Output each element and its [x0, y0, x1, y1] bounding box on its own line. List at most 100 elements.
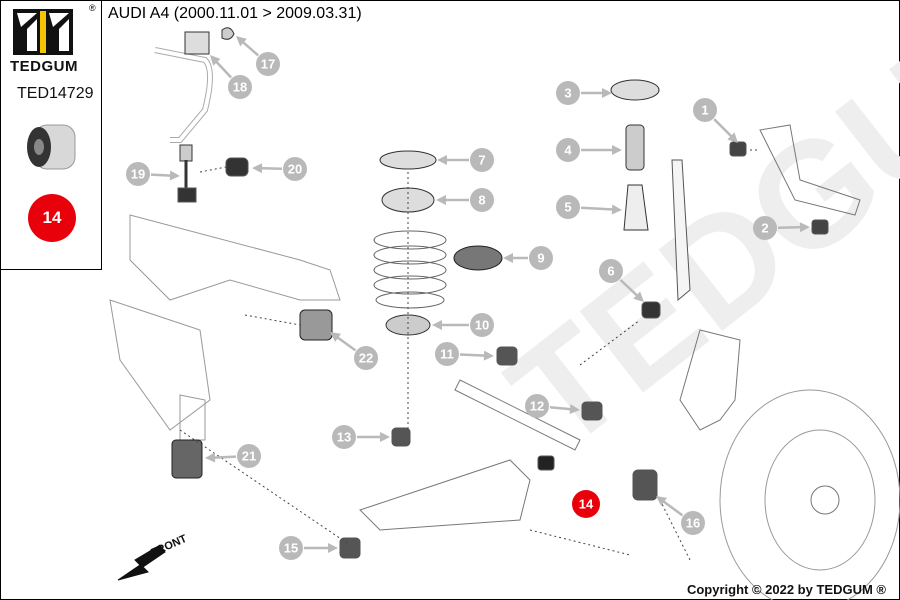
- callout-arrow: [619, 278, 641, 299]
- callout-number: 7: [478, 153, 485, 168]
- callout-10: 10: [432, 313, 494, 337]
- callout-circle: [470, 188, 494, 212]
- tedgum-logo: [13, 9, 73, 55]
- callout-14: 14: [572, 490, 600, 518]
- callout-4: 4: [556, 138, 622, 162]
- arrowhead-icon: [380, 432, 390, 442]
- callout-number: 6: [607, 264, 614, 279]
- arrowhead-icon: [205, 452, 216, 463]
- callout-circle: [470, 148, 494, 172]
- callout-number: 2: [761, 221, 768, 236]
- arrowhead-icon: [330, 332, 342, 342]
- callout-number: 8: [478, 193, 485, 208]
- registered-mark: ®: [89, 3, 96, 13]
- callout-21: 21: [205, 444, 261, 468]
- part-thumbnail: [27, 124, 76, 170]
- callout-circle: [525, 394, 549, 418]
- callout-arrow: [580, 206, 617, 211]
- part-21: [171, 439, 203, 479]
- callout-arrow: [549, 405, 575, 411]
- callout-circle: [237, 444, 261, 468]
- callout-circle: [256, 52, 280, 76]
- callout-number: 15: [284, 541, 298, 556]
- part-13: [391, 427, 411, 447]
- callout-17: 17: [236, 36, 280, 76]
- part-drawings: [109, 27, 900, 600]
- callout-circle: [681, 511, 705, 535]
- callout-number: 21: [242, 449, 256, 464]
- arrowhead-icon: [169, 170, 180, 181]
- callout-circle: [556, 81, 580, 105]
- callout-circle: [599, 259, 623, 283]
- part-22: [299, 309, 333, 341]
- callout-arrow: [334, 334, 357, 352]
- callout-number: 11: [440, 347, 454, 362]
- arrowhead-icon: [612, 145, 622, 155]
- callout-number: 10: [475, 318, 489, 333]
- arrowhead-icon: [328, 543, 338, 553]
- part-20: [225, 157, 249, 177]
- part-5: [623, 184, 649, 231]
- arrowhead-icon: [569, 404, 580, 415]
- part-7: [379, 150, 437, 170]
- callout-number: 18: [233, 80, 247, 95]
- callout-circle: [354, 346, 378, 370]
- arrowhead-icon: [437, 155, 447, 165]
- callout-number: 12: [530, 399, 544, 414]
- arrowhead-icon: [436, 195, 446, 205]
- callout-circle: [332, 425, 356, 449]
- callout-6: 6: [599, 259, 644, 302]
- callout-circle: [126, 162, 150, 186]
- callout-number: 20: [288, 162, 302, 177]
- vehicle-title: AUDI A4 (2000.11.01 > 2009.03.31): [108, 5, 362, 22]
- callout-7: 7: [437, 148, 494, 172]
- callout-number: 3: [564, 86, 571, 101]
- part-11: [496, 346, 518, 366]
- callout-circle: [753, 216, 777, 240]
- callout-number: 16: [686, 516, 700, 531]
- arrowhead-icon: [611, 204, 622, 215]
- part-1: [729, 141, 747, 157]
- callout-2: 2: [753, 216, 810, 240]
- arrowhead-icon: [503, 253, 513, 263]
- arrowhead-icon: [236, 36, 247, 47]
- callout-3: 3: [556, 81, 612, 105]
- callout-number: 1: [701, 103, 708, 118]
- callout-circle: [470, 313, 494, 337]
- callout-circle: [529, 246, 553, 270]
- part-3: [610, 79, 660, 101]
- arrowhead-icon: [210, 55, 221, 66]
- callout-number: 13: [337, 430, 351, 445]
- front-arrow-icon: [117, 544, 166, 581]
- callout-number: 17: [261, 57, 275, 72]
- callout-arrow: [777, 225, 805, 229]
- callout-13: 13: [332, 425, 390, 449]
- part-9: [453, 245, 503, 271]
- callout-circle: [228, 75, 252, 99]
- brand-name: TEDGUM: [10, 58, 78, 75]
- part-15: [339, 537, 361, 559]
- copyright: Copyright © 2022 by TEDGUM ®: [686, 582, 886, 597]
- callout-9: 9: [503, 246, 553, 270]
- callout-circle: [435, 342, 459, 366]
- callout-22: 22: [330, 332, 378, 370]
- callout-number: 14: [579, 497, 594, 512]
- part-info-panel: ® TEDGUM TED14729 14: [0, 0, 102, 270]
- arrowhead-icon: [602, 88, 612, 98]
- part-12: [581, 401, 603, 421]
- callout-arrow: [713, 118, 735, 140]
- arrowhead-icon: [727, 132, 738, 143]
- callout-circle: [279, 536, 303, 560]
- callout-19: 19: [126, 162, 180, 186]
- part-19: [177, 187, 197, 203]
- part-6: [641, 301, 661, 319]
- arrowhead-icon: [252, 163, 263, 174]
- callout-circle: [556, 195, 580, 219]
- part-number: TED14729: [17, 85, 94, 102]
- callout-arrow: [213, 58, 233, 79]
- part-10: [385, 314, 431, 336]
- callout-arrow: [459, 353, 489, 357]
- arrowhead-icon: [799, 222, 810, 233]
